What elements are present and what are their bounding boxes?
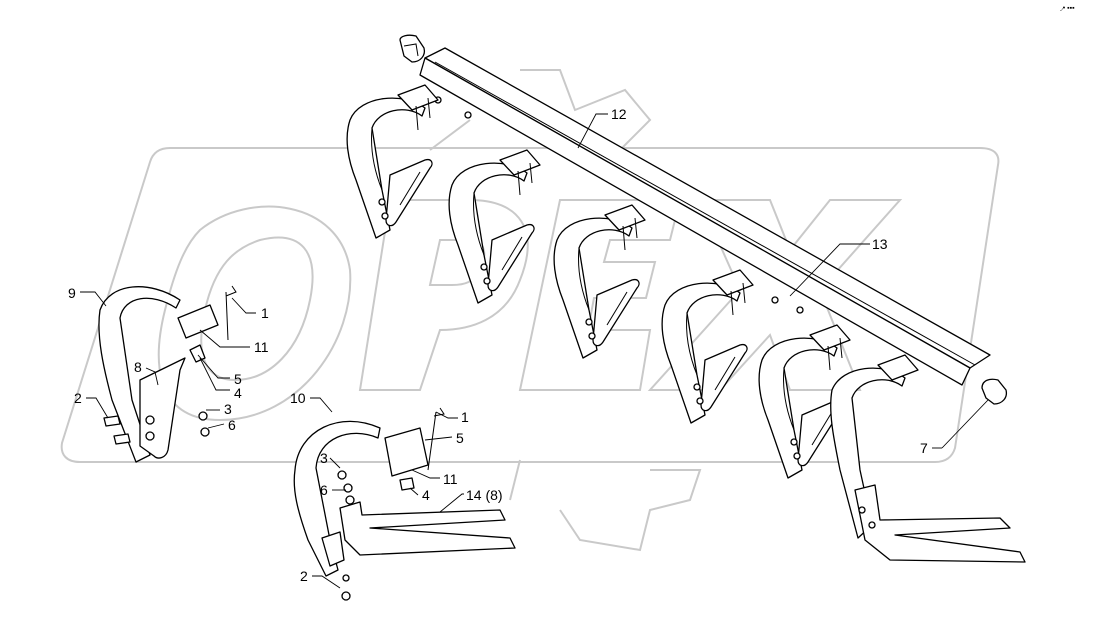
left-tine-assembly <box>98 285 237 463</box>
callout-5a: 5 <box>234 371 242 387</box>
callout-1b: 1 <box>461 409 469 425</box>
callout-12: 12 <box>611 106 627 122</box>
beam-tine-1 <box>346 84 439 239</box>
callout-6a: 6 <box>228 417 236 433</box>
callout-3a: 3 <box>224 401 232 417</box>
callouts: 9 1 11 5 4 8 2 3 6 10 1 5 3 <box>68 106 989 589</box>
callout-14: 14 (8) <box>466 487 503 503</box>
callout-4a: 4 <box>234 385 242 401</box>
callout-5b: 5 <box>456 430 464 446</box>
beam-tine-3 <box>553 204 646 359</box>
callout-1a: 1 <box>261 305 269 321</box>
beam-tine-4 <box>661 269 754 424</box>
callout-3b: 3 <box>320 450 328 466</box>
end-tine-with-sweep <box>830 354 1026 563</box>
middle-tine-assembly <box>293 407 516 601</box>
callout-2b: 2 <box>300 568 308 584</box>
corner-mark: ◞• ▪▪▪ <box>1060 5 1075 12</box>
callout-6b: 6 <box>320 482 328 498</box>
callout-10: 10 <box>290 390 306 406</box>
callout-4b: 4 <box>422 487 430 503</box>
callout-11b: 11 <box>443 471 458 487</box>
callout-7: 7 <box>920 440 928 456</box>
callout-13: 13 <box>872 236 888 252</box>
beam-tine-2 <box>448 149 541 304</box>
callout-8: 8 <box>134 359 142 375</box>
callout-11a: 11 <box>254 339 269 355</box>
main-beam <box>399 34 1008 405</box>
callout-2a: 2 <box>74 390 82 406</box>
callout-9: 9 <box>68 285 76 301</box>
